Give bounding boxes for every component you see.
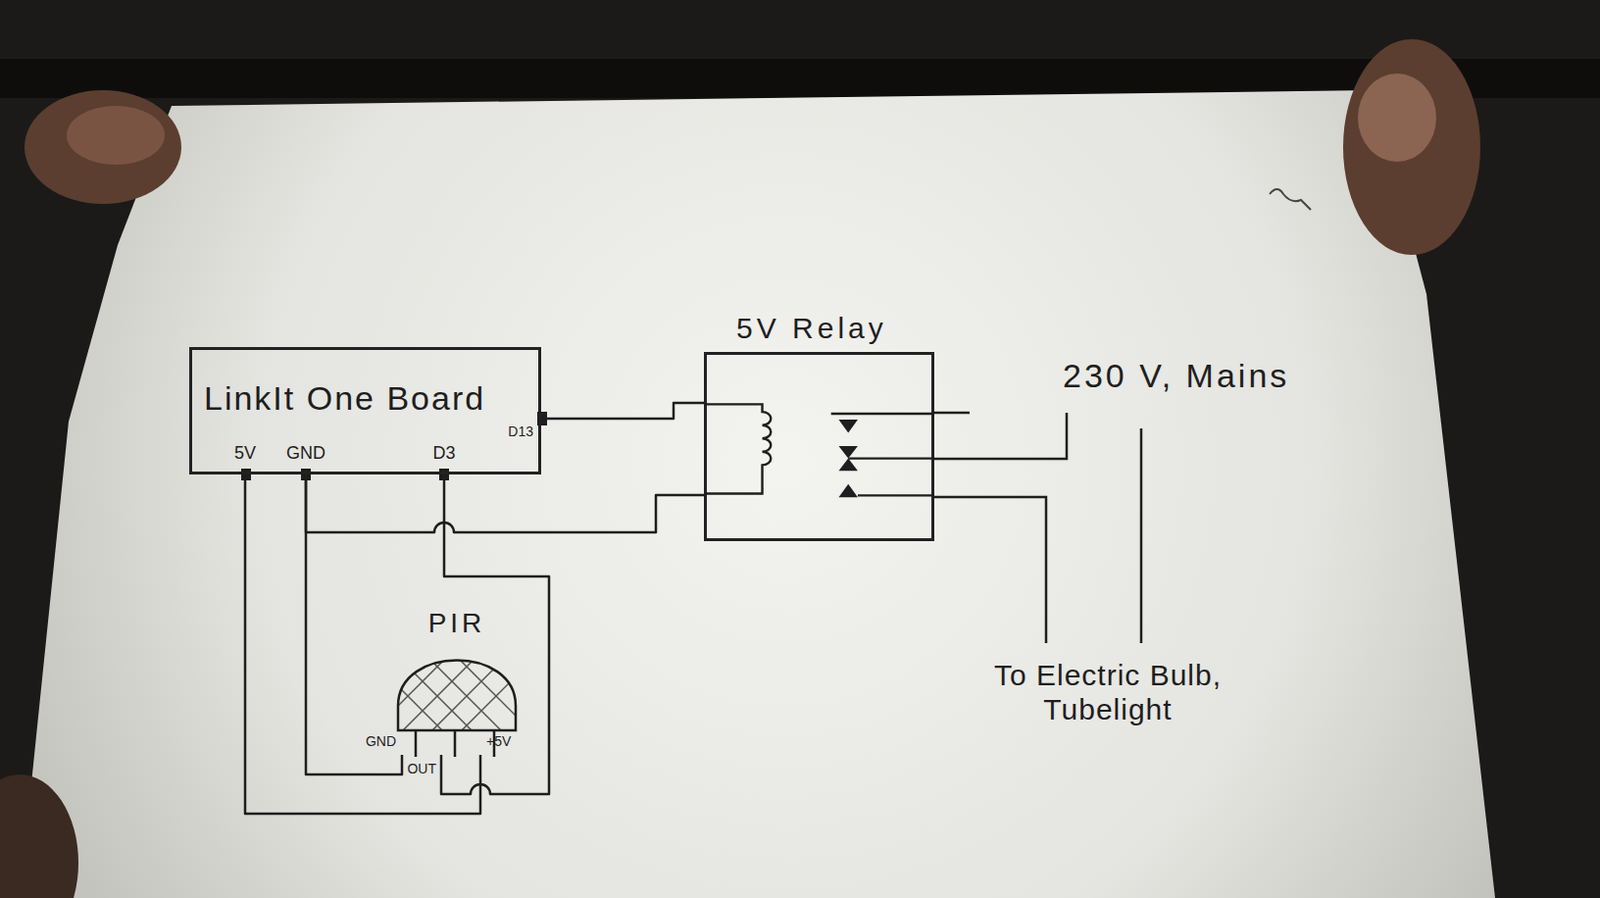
drawing-part [19,90,1496,898]
drawing-part [1269,189,1311,210]
drawing-part [703,403,771,494]
drawing-part [831,412,935,415]
node-title: LinkIt One Board [192,350,486,418]
drawing-part [1357,73,1437,162]
drawing-part [24,90,182,204]
drawing-part [1343,39,1481,255]
relay-symbol [706,354,932,539]
node-title: PIR [364,607,550,640]
drawing-part [934,497,1047,644]
drawing-part [398,660,516,732]
drawing-part [934,412,1142,644]
drawing-part [848,456,935,459]
drawing-part [838,446,857,459]
pin-name: +5V [486,733,522,750]
drawing-part [838,419,857,434]
relay-box: 5V Relay [703,351,935,542]
pin-name: GND [352,733,397,750]
wire [305,474,704,533]
drawing-part [1140,428,1144,644]
pin-name: OUT [401,760,437,777]
wire-line [305,474,402,775]
drawing-part [241,411,548,481]
wire [541,402,704,419]
drawing-part [934,411,970,415]
wire [305,474,402,775]
drawing-part [415,730,495,757]
pir-sensor: PIR [364,607,550,755]
drawing-part [66,105,165,165]
pin-name: GND [282,443,330,464]
supply-note: 230 V, Mains [1062,356,1357,396]
drawing-part [838,458,857,472]
drawing-part [703,403,935,496]
drawing-part [0,774,79,898]
node-title: 5V Relay [736,311,888,347]
drawing-part [857,494,935,497]
pin-name: 5V [225,443,265,464]
drawing-part [934,412,1067,459]
drawing-part [838,419,857,498]
wire-line [541,402,704,419]
wire-line [305,474,704,533]
pin-name: D3 [426,443,462,464]
pin-name: D13 [498,423,534,440]
load-note: To Electric Bulb, Tubelight [941,658,1275,727]
drawing-part [838,484,857,499]
